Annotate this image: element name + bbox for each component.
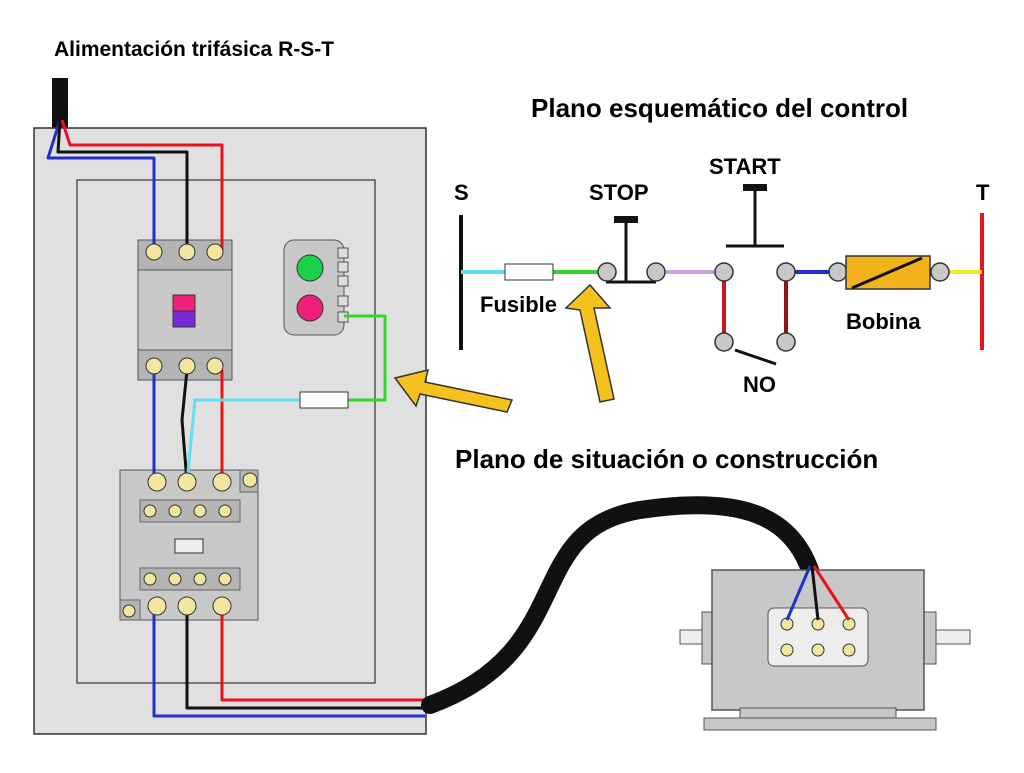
supply-wire-r [60, 119, 224, 250]
circuit-breaker [137, 239, 233, 381]
stop-label: STOP [589, 180, 649, 205]
pushbutton-station [283, 239, 349, 336]
terminal-screw-icon [780, 643, 794, 657]
terminal-screw-icon [206, 357, 224, 375]
motor-wire-t [185, 606, 425, 710]
start-pushbutton [726, 184, 784, 248]
terminal-screw-icon [193, 572, 207, 586]
stop-button-red [296, 294, 324, 322]
terminal-screw-icon [147, 472, 167, 492]
fuse-label: Fusible [480, 292, 557, 317]
terminal-screw-icon [811, 643, 825, 657]
terminal-screw-icon [212, 596, 232, 616]
coil-label: Bobina [846, 309, 921, 334]
terminal-screw-icon [218, 572, 232, 586]
motor [679, 569, 971, 731]
breaker-indicator-red [172, 294, 196, 312]
layout-title: Plano de situación o construcción [455, 444, 878, 474]
terminal-screw-icon [145, 243, 163, 261]
supply-wire-s [46, 119, 156, 250]
terminal-screw-icon [206, 243, 224, 261]
coil [845, 255, 931, 290]
motor-wire-r [220, 606, 425, 702]
line-s-label: S [454, 180, 469, 205]
terminal-screw-icon [147, 596, 167, 616]
terminal-screw-icon [168, 504, 182, 518]
control-fuse-wire [185, 398, 300, 483]
terminal-screw-icon [122, 604, 136, 618]
terminal-screw-icon [178, 357, 196, 375]
no-contact-blade [734, 348, 777, 366]
terminal-screw-icon [177, 472, 197, 492]
terminal-screw-icon [218, 504, 232, 518]
terminal-screw-icon [242, 472, 258, 488]
schematic-contact-points [597, 262, 950, 352]
terminal-screw-icon [143, 572, 157, 586]
terminal-screw-icon [842, 643, 856, 657]
motor-wiring [785, 565, 851, 621]
terminal-screw-icon [177, 596, 197, 616]
schematic-title: Plano esquemático del control [531, 93, 908, 123]
line-t-label: T [976, 180, 990, 205]
supply-label: Alimentación trifásica R-S-T [54, 38, 334, 61]
motor-wire-s [152, 606, 425, 718]
breaker-indicator-purple [172, 310, 196, 328]
terminal-screw-icon [168, 572, 182, 586]
arrow-to-panel-fuse [393, 368, 514, 413]
schematic-wiring [461, 270, 982, 333]
supply-wire-t [56, 119, 189, 250]
motor-cable [421, 496, 819, 714]
panel-fuse [299, 391, 349, 409]
panel-wiring [46, 119, 425, 718]
terminal-screws [122, 243, 258, 618]
terminal-screw-icon [193, 504, 207, 518]
schematic-fuse [504, 263, 554, 281]
terminal-screw-icon [178, 243, 196, 261]
no-contact-label: NO [743, 372, 776, 397]
terminal-screw-icon [145, 357, 163, 375]
control-return-wire [344, 314, 387, 402]
arrow-to-schematic [564, 283, 615, 403]
start-button-green [296, 254, 324, 282]
terminal-screw-icon [212, 472, 232, 492]
supply-cable [52, 78, 68, 128]
stop-pushbutton [606, 216, 656, 284]
start-label: START [709, 154, 781, 179]
terminal-screw-icon [143, 504, 157, 518]
breaker-to-contactor-t [180, 369, 189, 483]
